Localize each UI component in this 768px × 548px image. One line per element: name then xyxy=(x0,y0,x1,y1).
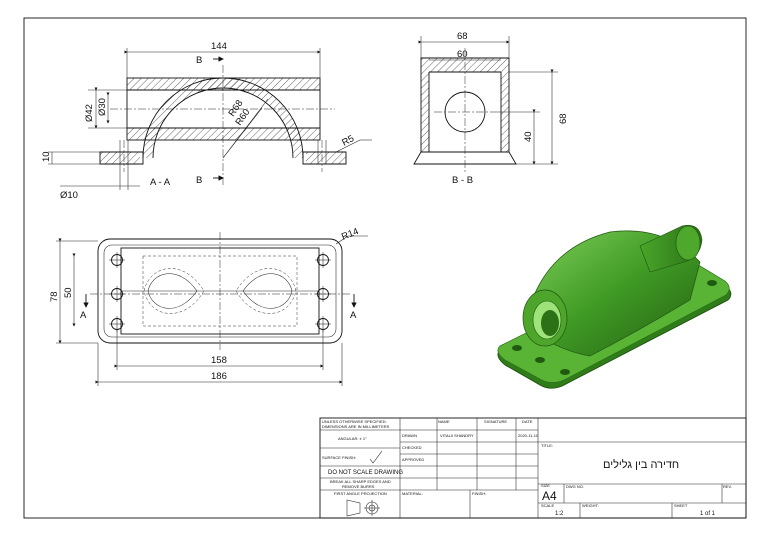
label-finish: FINISH: xyxy=(472,491,486,496)
note-break-edges-1: BREAK ALL SHARP EDGES AND xyxy=(330,479,391,484)
dim-60-width: 60 xyxy=(457,49,468,60)
value-size: A4 xyxy=(542,489,557,503)
section-a-a-label: A - A xyxy=(150,177,171,188)
title-block: UNLESS OTHERWISE SPECIFIED: DIMENSIONS A… xyxy=(319,417,747,519)
dim-68-height: 68 xyxy=(558,113,569,124)
value-sheet: 1 of 1 xyxy=(700,511,716,517)
dim-186: 186 xyxy=(211,371,227,382)
note-do-not-scale: DO NOT SCALE DRAWING xyxy=(328,470,403,476)
section-b-mark-bottom: B xyxy=(196,175,202,186)
note-surface-finish: SURFACE FINISH: xyxy=(322,455,356,460)
dim-10: 10 xyxy=(41,151,52,162)
header-date: DATE xyxy=(522,419,533,424)
note-angular: ANGULAR: ± 1° xyxy=(338,436,367,441)
section-b-b-label: B - B xyxy=(452,175,473,186)
drawing-title: חדירה בין גלילים xyxy=(603,458,679,471)
label-scale: SCALE xyxy=(541,503,554,508)
label-weight: WEIGHT: xyxy=(582,503,599,508)
label-rev: REV. xyxy=(723,484,732,489)
dim-dia30: Ø30 xyxy=(97,98,108,116)
dim-78: 78 xyxy=(49,291,60,302)
label-checked: CHECKED xyxy=(402,445,422,450)
section-a-mark-right: A xyxy=(350,310,357,321)
dim-r14: R14 xyxy=(340,226,360,243)
isometric-model-view xyxy=(497,225,732,389)
section-b-mark-top: B xyxy=(196,55,202,66)
surface-finish-icon xyxy=(369,450,383,464)
top-view: 78 50 158 186 R14 A A xyxy=(49,226,368,386)
first-angle-projection-icon xyxy=(346,499,380,517)
value-drawn-name: VITALII SHANDRY xyxy=(440,433,474,438)
label-dwg-no: DWG NO. xyxy=(566,484,584,489)
dim-dia42: Ø42 xyxy=(84,104,95,122)
note-dimensions-mm: DIMENSIONS ARE IN MILLIMETERS xyxy=(322,424,390,429)
label-size: SIZE xyxy=(541,483,550,488)
section-a-a-view: 144 B B A - A Ø42 Ø30 10 Ø10 R68 R60 R5 xyxy=(41,41,372,201)
dim-50: 50 xyxy=(63,287,74,298)
note-projection: FIRST ANGLE PROJECTION xyxy=(334,491,387,496)
section-b-b-view: 68 60 68 40 B - B xyxy=(413,31,569,186)
label-approved: APPROVED xyxy=(402,457,424,462)
dim-40-height: 40 xyxy=(523,131,534,142)
value-drawn-date: 2020-11-10 xyxy=(518,433,539,438)
dim-144: 144 xyxy=(211,41,227,52)
dim-r5: R5 xyxy=(340,133,356,148)
dim-158: 158 xyxy=(211,355,227,366)
label-sheet: SHEET xyxy=(674,503,688,508)
dim-68-width: 68 xyxy=(457,31,468,42)
dim-dia10: Ø10 xyxy=(60,190,78,201)
note-unless-specified: UNLESS OTHERWISE SPECIFIED: xyxy=(322,419,387,424)
section-a-mark-left: A xyxy=(80,310,87,321)
header-name: NAME xyxy=(438,419,450,424)
label-title: TITLE: xyxy=(541,443,553,448)
value-scale: 1:2 xyxy=(555,511,564,517)
label-material: MATERIAL: xyxy=(402,491,423,496)
note-break-edges-2: REMOVE BURRS xyxy=(342,484,375,489)
label-drawn: DRAWN xyxy=(402,433,417,438)
header-signature: SIGNATURE xyxy=(484,419,507,424)
